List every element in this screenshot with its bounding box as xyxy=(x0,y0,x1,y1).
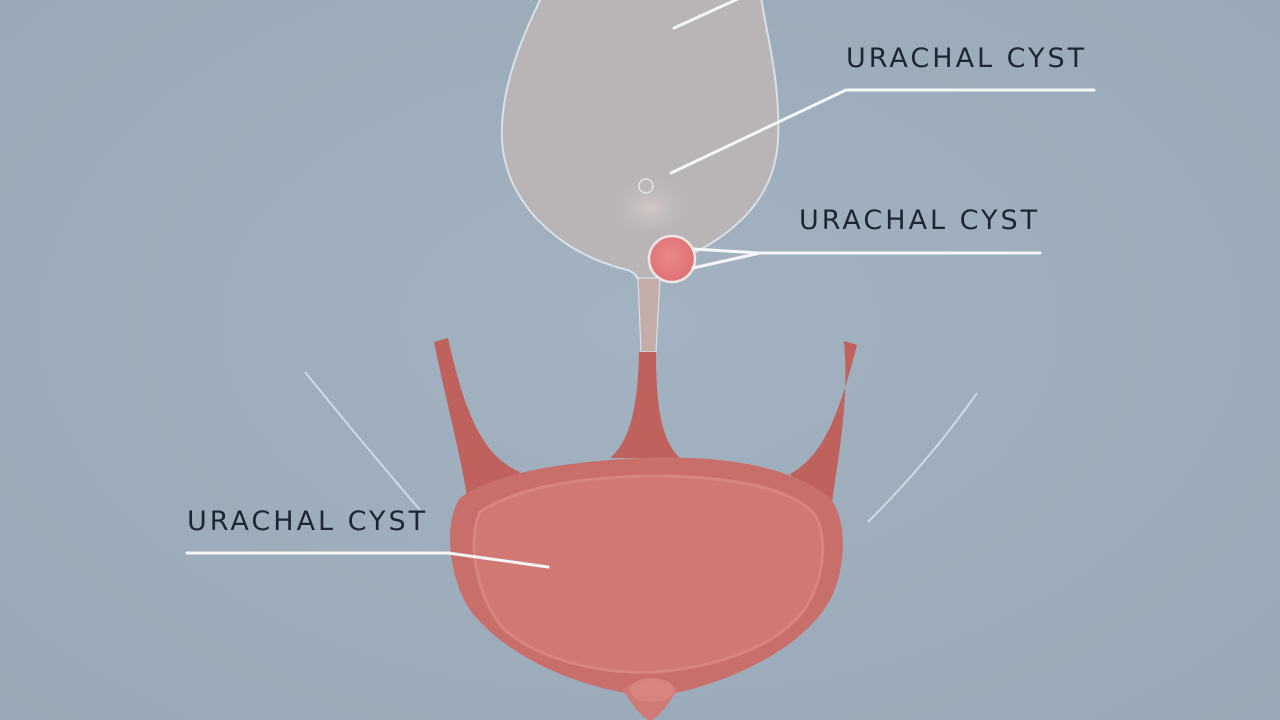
label-urachal-cyst-bladder: URACHAL CYST xyxy=(187,506,429,537)
right-umbilical-ligament xyxy=(790,341,857,520)
left-umbilical-ligament xyxy=(434,338,520,520)
leader-line-top xyxy=(672,0,740,30)
left-pelvic-curve xyxy=(304,371,421,511)
label-urachal-cyst-top: URACHAL CYST xyxy=(846,43,1088,74)
label-urachal-cyst-middle: URACHAL CYST xyxy=(799,205,1041,236)
median-urachal-ligament xyxy=(610,352,680,458)
bladder xyxy=(449,457,843,720)
leader-line-2 xyxy=(691,247,1042,270)
sac-center-marker-icon xyxy=(638,178,654,194)
urachus-stalk xyxy=(637,277,661,353)
upper-sac xyxy=(500,0,780,281)
right-pelvic-curve xyxy=(867,392,978,523)
urachal-cyst-nodule xyxy=(647,234,697,284)
leader-line-1 xyxy=(669,88,1096,175)
leader-line-3 xyxy=(185,551,550,569)
